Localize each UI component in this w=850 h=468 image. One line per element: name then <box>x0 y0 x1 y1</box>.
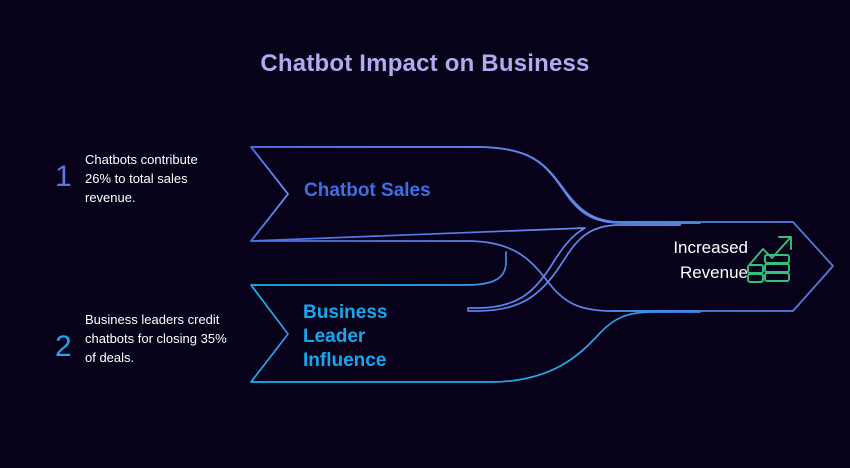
bullet-text-1: Chatbots contribute 26% to total sales r… <box>85 152 198 205</box>
stage-two-label-line-2: Leader <box>303 326 366 347</box>
stage-two-notch <box>250 284 289 383</box>
stage-one-shape[interactable] <box>250 146 681 312</box>
stage-two-label: Business Leader Influence <box>303 301 387 373</box>
stage-two-outline-bottom <box>250 311 701 383</box>
bullet-item-2: 2 Business leaders credit chatbots for c… <box>55 310 227 367</box>
outcome-label-line-1: Increased <box>673 238 748 257</box>
stage-two-label-line-1: Business <box>303 302 388 323</box>
stage-one-notch <box>250 146 289 242</box>
outcome-label: Increased Revenue <box>636 235 748 285</box>
outcome-block: Increased Revenue <box>636 235 806 285</box>
stage-two-label-line-3: Influence <box>303 350 387 371</box>
stage-one-outline <box>250 146 701 224</box>
bullet-number-1: 1 <box>55 160 72 193</box>
stage-two-outline-top <box>250 251 507 286</box>
bullet-item-1: 1 Chatbots contribute 26% to total sales… <box>55 150 227 207</box>
stage-one-outline-bottom <box>250 240 701 312</box>
growth-coins-icon <box>747 236 792 283</box>
stage-one-label: Chatbot Sales <box>304 180 431 201</box>
outcome-label-line-2: Revenue <box>679 263 748 282</box>
bullet-number-2: 2 <box>55 330 72 363</box>
bullet-text-2: Business leaders credit chatbots for clo… <box>85 312 227 365</box>
outcome-shape[interactable] <box>611 221 834 312</box>
page-title: Chatbot Impact on Business <box>260 50 590 77</box>
